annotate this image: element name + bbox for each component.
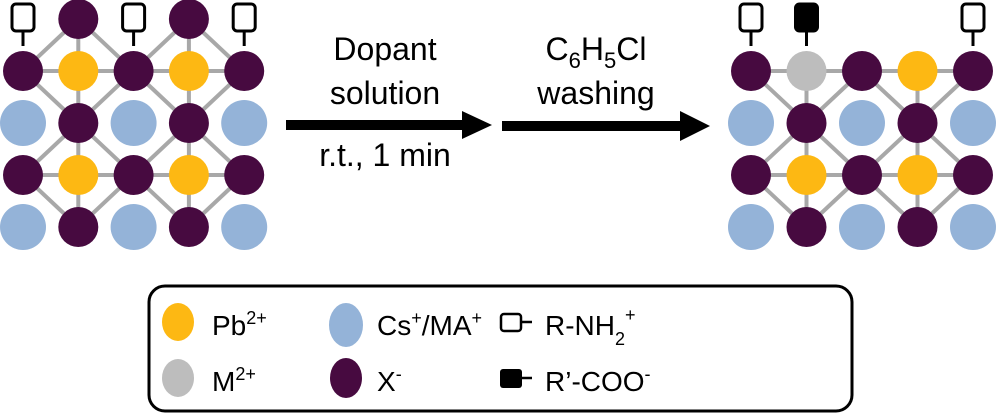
a-site-cation [950,204,996,250]
halide-ion [224,51,265,91]
halide-ion [731,155,771,195]
halide-ion [897,103,938,143]
a-site-cation [110,100,157,146]
a-site-cation [0,204,46,250]
halide-ion [953,51,993,91]
m-swatch-icon [162,359,194,397]
halide-ion [842,51,882,91]
cs-swatch-icon [329,303,363,347]
perovskite-lattice-after [728,2,996,250]
pb-ion [168,155,209,195]
legend-box [147,284,854,413]
amine-ligand-icon [960,2,986,46]
a-site-cation [950,100,996,146]
a-site-cation [839,100,885,146]
legend-cs-label: Cs+/MA+ [377,308,482,341]
perovskite-lattice-before [0,0,268,250]
legend-m-label: M2+ [212,364,256,397]
halide-ion [786,103,827,143]
legend-carboxylate-label: R’-COO- [545,364,651,397]
amine-ligand-icon [10,2,36,46]
a-site-cation [221,204,268,250]
arrow-icon [286,111,492,139]
dopant-ion [786,51,827,91]
halide-ion [842,155,882,195]
a-site-cation [728,204,774,250]
step2-label-line2: washing [536,75,654,111]
halide-ion [3,155,43,195]
a-site-cation [221,100,268,146]
halide-ion [58,0,99,39]
halide-ion [786,207,827,247]
pb-ion [168,51,209,91]
pb-ion [897,51,938,91]
a-site-cation [0,100,46,146]
carboxylate-ligand-icon [794,2,819,46]
amine-ligand-icon [121,2,147,46]
amine-ligand-icon [738,2,764,46]
legend-amine-label: R-NH2+ [545,305,636,349]
halide-ion [897,207,938,247]
halide-ion [731,51,771,91]
halide-ion [113,51,154,91]
pb-ion [58,51,99,91]
a-site-cation [728,100,774,146]
pb-swatch-icon [162,303,194,341]
halide-ion [168,207,209,247]
halide-ion [953,155,993,195]
halide-ion [58,103,99,143]
a-site-cation [839,204,885,250]
halide-ion [3,51,43,91]
a-site-cation [110,204,157,250]
bonds [749,69,975,229]
legend-pb-label: Pb2+ [212,308,267,341]
halide-ion [58,207,99,247]
amine-ligand-icon [231,2,257,46]
halide-ion [113,155,154,195]
legend: Pb2+ M2+ Cs+/MA+ X- R-NH2+ R’-COO- [147,284,854,413]
step1-label-line2: solution [330,75,440,111]
pb-ion [786,155,827,195]
halide-ion [224,155,265,195]
pb-ion [897,155,938,195]
pb-ion [58,155,99,195]
step-washing: C6H5Cl washing [502,31,710,141]
arrow-icon [502,111,710,141]
halide-ion [168,0,209,39]
step2-solvent: C6H5Cl [546,31,647,73]
halide-ion [168,103,209,143]
step1-label-line1: Dopant [333,31,436,67]
step-dopant-solution: Dopant solution r.t., 1 min [286,31,492,173]
carboxylate-ligand-icon [500,369,532,388]
legend-x-label: X- [377,364,402,397]
x-swatch-icon [330,358,362,398]
amine-ligand-icon [499,312,532,333]
step1-condition: r.t., 1 min [319,137,451,173]
